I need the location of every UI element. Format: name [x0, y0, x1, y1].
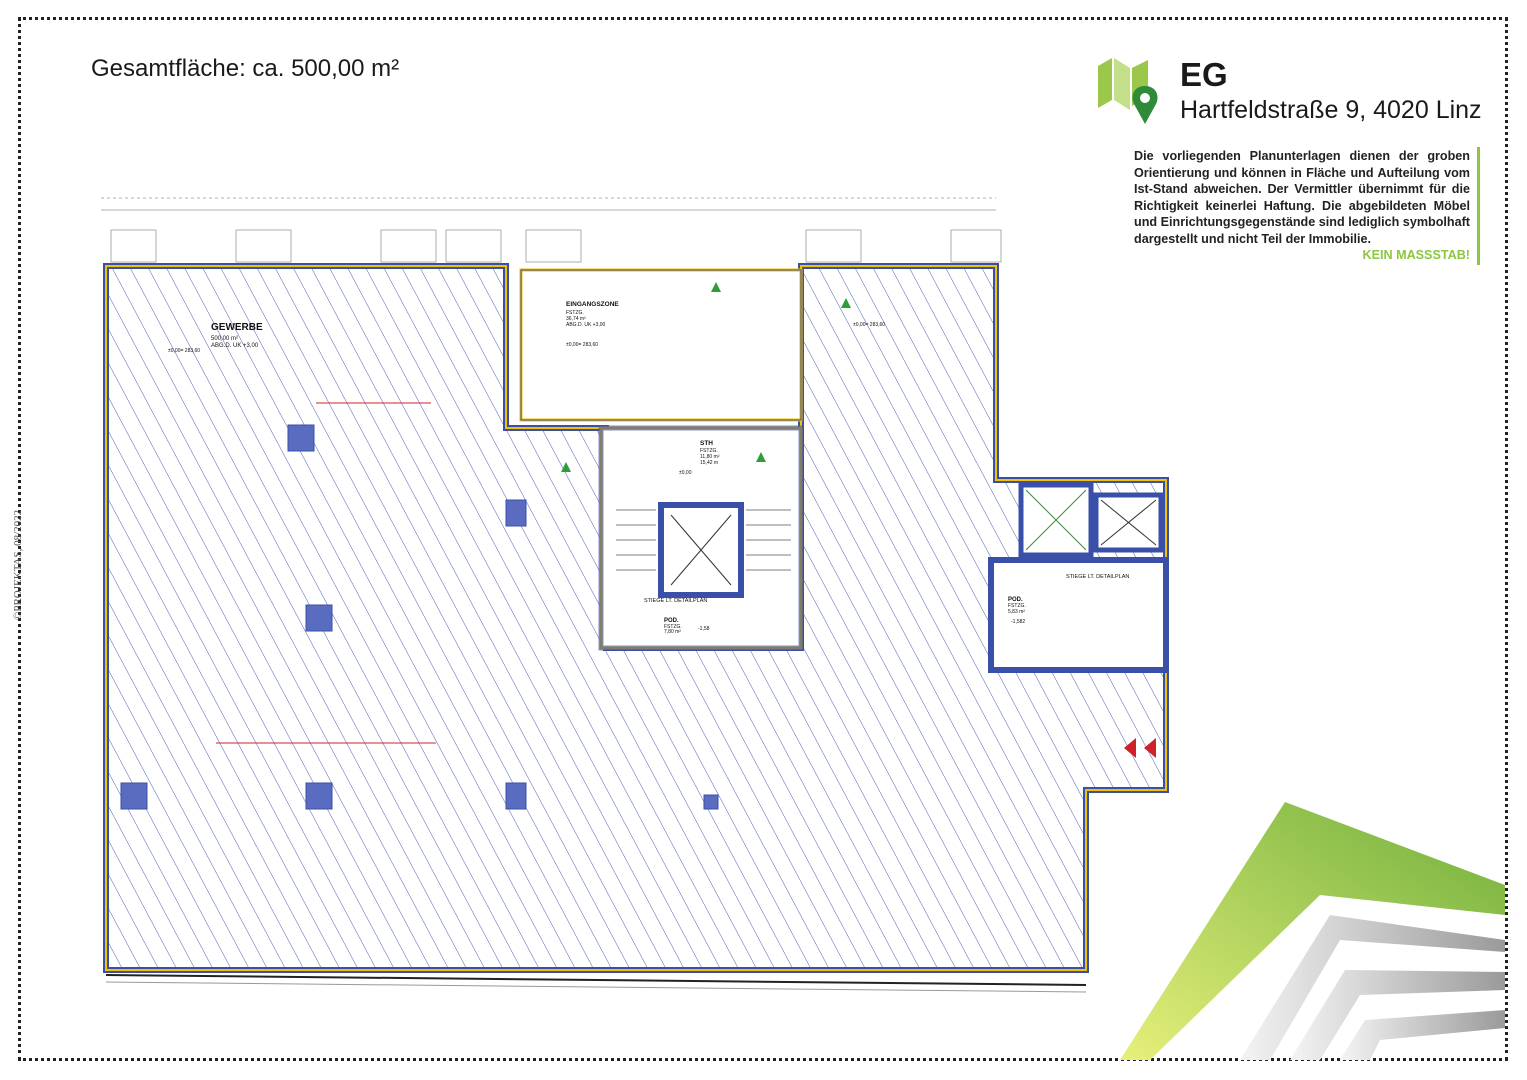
address: Hartfeldstraße 9, 4020 Linz — [1180, 96, 1482, 124]
eingangszone-name: EINGANGSZONE — [566, 301, 619, 308]
disclaimer-text: Die vorliegenden Planunterlagen dienen d… — [1134, 149, 1470, 246]
svg-text:FSTZG.: FSTZG. — [1008, 603, 1026, 609]
svg-text:±0,00= 283,60: ±0,00= 283,60 — [566, 342, 598, 348]
gewerbe-height: ABG.D. UK +3,00 — [211, 343, 259, 349]
svg-text:36,74 m²: 36,74 m² — [566, 316, 586, 322]
map-pin-logo-icon — [1098, 58, 1158, 124]
disclaimer-accent-bar — [1477, 147, 1480, 265]
sth-name: STH — [700, 440, 713, 447]
eingangszone-room — [519, 268, 803, 422]
svg-text:7,80 m²: 7,80 m² — [664, 629, 681, 635]
header-block: EG Hartfeldstraße 9, 4020 Linz — [1096, 56, 1486, 126]
svg-text:-1,58: -1,58 — [698, 626, 710, 632]
total-area-label: Gesamtfläche: ca. 500,00 m² — [91, 55, 400, 82]
copyright: ©PROJEKTAS, 08/2022 — [12, 509, 24, 620]
disclaimer: Die vorliegenden Planunterlagen dienen d… — [1134, 148, 1470, 264]
svg-text:±0,00= 283,60: ±0,00= 283,60 — [853, 322, 885, 328]
svg-text:FSTZG.: FSTZG. — [700, 448, 718, 454]
svg-text:STIEGE LT. DETAILPLAN: STIEGE LT. DETAILPLAN — [644, 598, 707, 604]
decorative-corner-graphic — [1120, 802, 1505, 1060]
scale-note: KEIN MASSSTAB! — [1362, 248, 1470, 262]
right-stair-block — [988, 557, 1169, 673]
svg-text:FSTZG.: FSTZG. — [664, 624, 682, 630]
page-frame — [18, 17, 1508, 1061]
svg-text:11,80 m²: 11,80 m² — [700, 454, 720, 460]
svg-text:ABG.D. UK +3,00: ABG.D. UK +3,00 — [566, 322, 606, 328]
gewerbe-area: 500,00 m² — [211, 336, 238, 342]
floor-plan: GEWERBE 500,00 m² ABG.D. UK +3,00 ±0,00=… — [101, 197, 1169, 993]
svg-text:STIEGE LT. DETAILPLAN: STIEGE LT. DETAILPLAN — [1066, 574, 1129, 580]
svg-text:FSTZG.: FSTZG. — [566, 310, 584, 316]
svg-text:5,83 m²: 5,83 m² — [1008, 609, 1025, 615]
floor-code: EG — [1180, 56, 1228, 93]
gewerbe-level: ±0,00= 283,60 — [168, 348, 200, 354]
svg-text:±0,00: ±0,00 — [679, 470, 692, 476]
pod-right-name: POD. — [1008, 597, 1023, 603]
svg-text:-1,582: -1,582 — [1011, 619, 1025, 625]
top-facade — [101, 197, 1002, 263]
svg-text:15,42 m: 15,42 m — [700, 460, 718, 466]
gewerbe-name: GEWERBE — [211, 322, 263, 333]
pod-left-name: POD. — [664, 618, 679, 624]
